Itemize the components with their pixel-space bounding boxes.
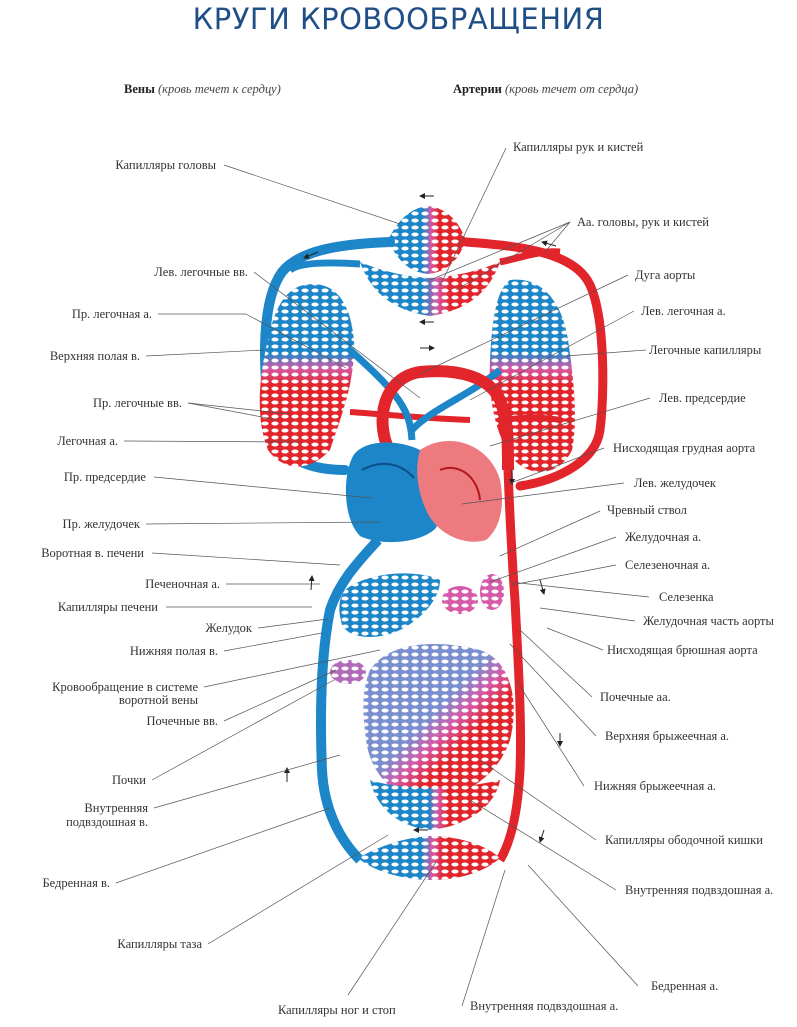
label-right-pulmonary-veins: Пр. легочные вв. bbox=[92, 396, 182, 410]
label-inferior-vena-cava: Нижняя полая в. bbox=[129, 644, 218, 658]
kidney bbox=[330, 660, 366, 684]
label-head-arm-arteries: Аа. головы, рук и кистей bbox=[577, 215, 709, 229]
label-left-pulmonary-artery: Лев. легочная а. bbox=[641, 304, 726, 318]
label-leg-capillaries: Капилляры ног и стоп bbox=[278, 1003, 396, 1017]
label-renal-veins: Почечные вв. bbox=[146, 714, 218, 728]
pelvic-capillaries bbox=[370, 780, 500, 830]
label-pelvic-capillaries: Капилляры таза bbox=[117, 937, 202, 951]
label-portal-vein: Воротная в. печени bbox=[41, 546, 144, 560]
right-lung-capillaries bbox=[259, 284, 355, 467]
legend-veins-name: Вены bbox=[124, 82, 155, 96]
label-internal-iliac-vein-line2: подвздошная в. bbox=[66, 815, 148, 829]
leader-lines-left bbox=[115, 164, 437, 996]
label-liver-capillaries: Капилляры печени bbox=[57, 600, 158, 614]
label-left-ventricle: Лев. желудочек bbox=[634, 476, 717, 490]
label-arm-capillaries: Капилляры рук и кистей bbox=[513, 140, 644, 154]
label-portal-circulation-line1: Кровообращение в системе bbox=[52, 680, 198, 694]
label-splenic-artery: Селезеночная а. bbox=[625, 558, 711, 572]
label-portal-circulation-line2: воротной вены bbox=[118, 693, 198, 707]
label-inferior-mesenteric-artery: Нижняя брыжеечная а. bbox=[594, 779, 717, 793]
label-right-ventricle: Пр. желудочек bbox=[62, 517, 140, 531]
leg-capillaries bbox=[358, 836, 500, 880]
label-internal-iliac-artery-2: Внутренняя подвздошная а. bbox=[470, 999, 619, 1013]
label-superior-vena-cava: Верхняя полая в. bbox=[49, 349, 140, 363]
leader-lines-right bbox=[419, 147, 651, 1007]
liver-capillaries bbox=[339, 573, 440, 637]
label-femoral-artery: Бедренная а. bbox=[651, 979, 719, 993]
label-gastric-aorta: Желудочная часть аорты bbox=[643, 614, 774, 628]
label-left-atrium: Лев. предсердие bbox=[659, 391, 746, 405]
legend-veins: Вены (кровь течет к сердцу) bbox=[124, 82, 281, 97]
head-capillaries bbox=[388, 206, 466, 274]
portal-intestine-capillaries bbox=[363, 644, 514, 800]
label-pulmonary-artery: Легочная а. bbox=[57, 434, 118, 448]
label-femoral-vein: Бедренная в. bbox=[42, 876, 110, 890]
arm-capillaries bbox=[360, 262, 500, 316]
page-title: КРУГИ КРОВООБРАЩЕНИЯ bbox=[192, 2, 605, 36]
label-spleen: Селезенка bbox=[659, 590, 714, 604]
descending-aorta bbox=[496, 469, 526, 863]
label-internal-iliac-vein-line1: Внутренняя bbox=[84, 801, 148, 815]
label-kidneys: Почки bbox=[111, 773, 146, 787]
label-internal-iliac-artery: Внутренняя подвздошная а. bbox=[625, 883, 774, 897]
spleen-capillaries bbox=[442, 574, 504, 614]
aortic-arch bbox=[376, 365, 514, 474]
label-right-atrium: Пр. предсердие bbox=[63, 470, 146, 484]
label-colon-capillaries: Капилляры ободочной кишки bbox=[605, 833, 763, 847]
label-superior-mesenteric-artery: Верхняя брыжеечная а. bbox=[605, 729, 730, 743]
label-hepatic-artery: Печеночная а. bbox=[145, 577, 220, 591]
label-right-pulmonary-artery: Пр. легочная а. bbox=[71, 307, 152, 321]
heart bbox=[345, 441, 503, 543]
label-celiac-trunk: Чревный ствол bbox=[607, 503, 687, 517]
label-left-pulmonary-veins: Лев. легочные вв. bbox=[154, 265, 248, 279]
legend-arteries-note: (кровь течет от сердца) bbox=[504, 82, 639, 96]
label-descending-abdominal-aorta: Нисходящая брюшная аорта bbox=[607, 643, 758, 657]
label-descending-thoracic-aorta: Нисходящая грудная аорта bbox=[613, 441, 756, 455]
label-pulmonary-capillaries: Легочные капилляры bbox=[649, 343, 762, 357]
legend-veins-note: (кровь течет к сердцу) bbox=[157, 82, 281, 96]
inferior-vena-cava bbox=[315, 536, 382, 864]
left-heart bbox=[417, 441, 503, 542]
label-renal-arteries: Почечные аа. bbox=[600, 690, 671, 704]
flow-arrows bbox=[284, 193, 563, 843]
label-head-capillaries: Капилляры головы bbox=[115, 158, 216, 172]
legend-arteries-name: Артерии bbox=[453, 82, 502, 96]
label-aortic-arch: Дуга аорты bbox=[635, 268, 696, 282]
label-gastric-artery: Желудочная а. bbox=[625, 530, 702, 544]
label-stomach: Желудок bbox=[205, 621, 253, 635]
legend-arteries: Артерии (кровь течет от сердца) bbox=[453, 82, 638, 97]
